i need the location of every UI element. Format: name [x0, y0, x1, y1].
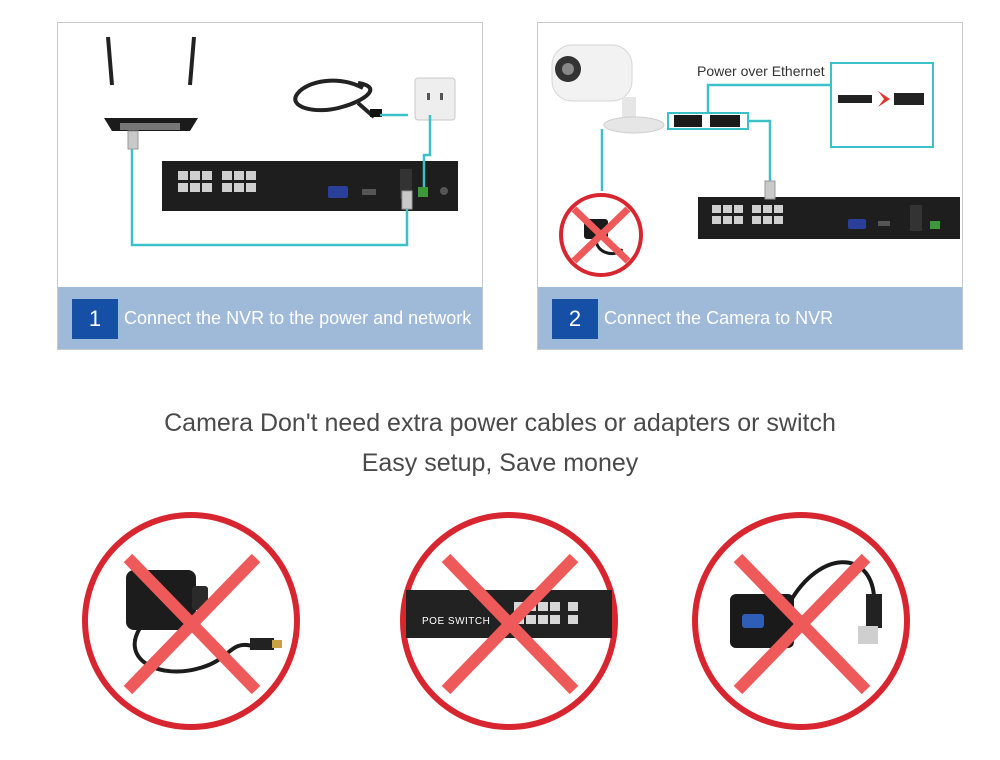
poe-label: Power over Ethernet: [697, 63, 825, 79]
step-1-panel: 1 Connect the NVR to the power and netwo…: [57, 22, 483, 350]
ethernet-connector-icon: [667, 112, 749, 130]
step-1-caption: 1 Connect the NVR to the power and netwo…: [58, 287, 482, 349]
nvr-device-icon: [698, 197, 960, 239]
poe-inset-frame: [830, 62, 934, 148]
step-2-number-badge: 2: [552, 299, 598, 339]
step-1-illustration: [104, 36, 458, 247]
step-2-caption: 2 Connect the Camera to NVR: [538, 287, 962, 349]
step-1-text: Connect the NVR to the power and network: [124, 308, 472, 328]
nvr-device-icon: [162, 161, 458, 211]
headline-main: Camera Don't need extra power cables or …: [164, 409, 836, 437]
headline-sub: Easy setup, Save money: [361, 449, 639, 477]
no-power-adapter-icon: [559, 193, 643, 277]
step-2-text: Connect the Camera to NVR: [604, 308, 834, 328]
bullet-camera-icon: [551, 44, 665, 134]
step-2-illustration: [551, 44, 960, 277]
no-power-adapter: [80, 510, 302, 732]
power-cable-icon: [293, 78, 382, 119]
no-poe-switch: POE SWITCH: [398, 510, 620, 732]
router-icon: [104, 36, 198, 131]
wall-socket-icon: [414, 77, 456, 121]
no-hdmi-vga-adapter: [690, 510, 912, 732]
poe-cable: [600, 83, 831, 197]
network-cable: [130, 113, 432, 247]
step-1-number-badge: 1: [72, 299, 118, 339]
poe-switch-label: POE SWITCH: [422, 616, 491, 627]
poe-plug-icon: [838, 91, 924, 107]
step-2-panel: 2 Connect the Camera to NVR: [537, 22, 963, 350]
